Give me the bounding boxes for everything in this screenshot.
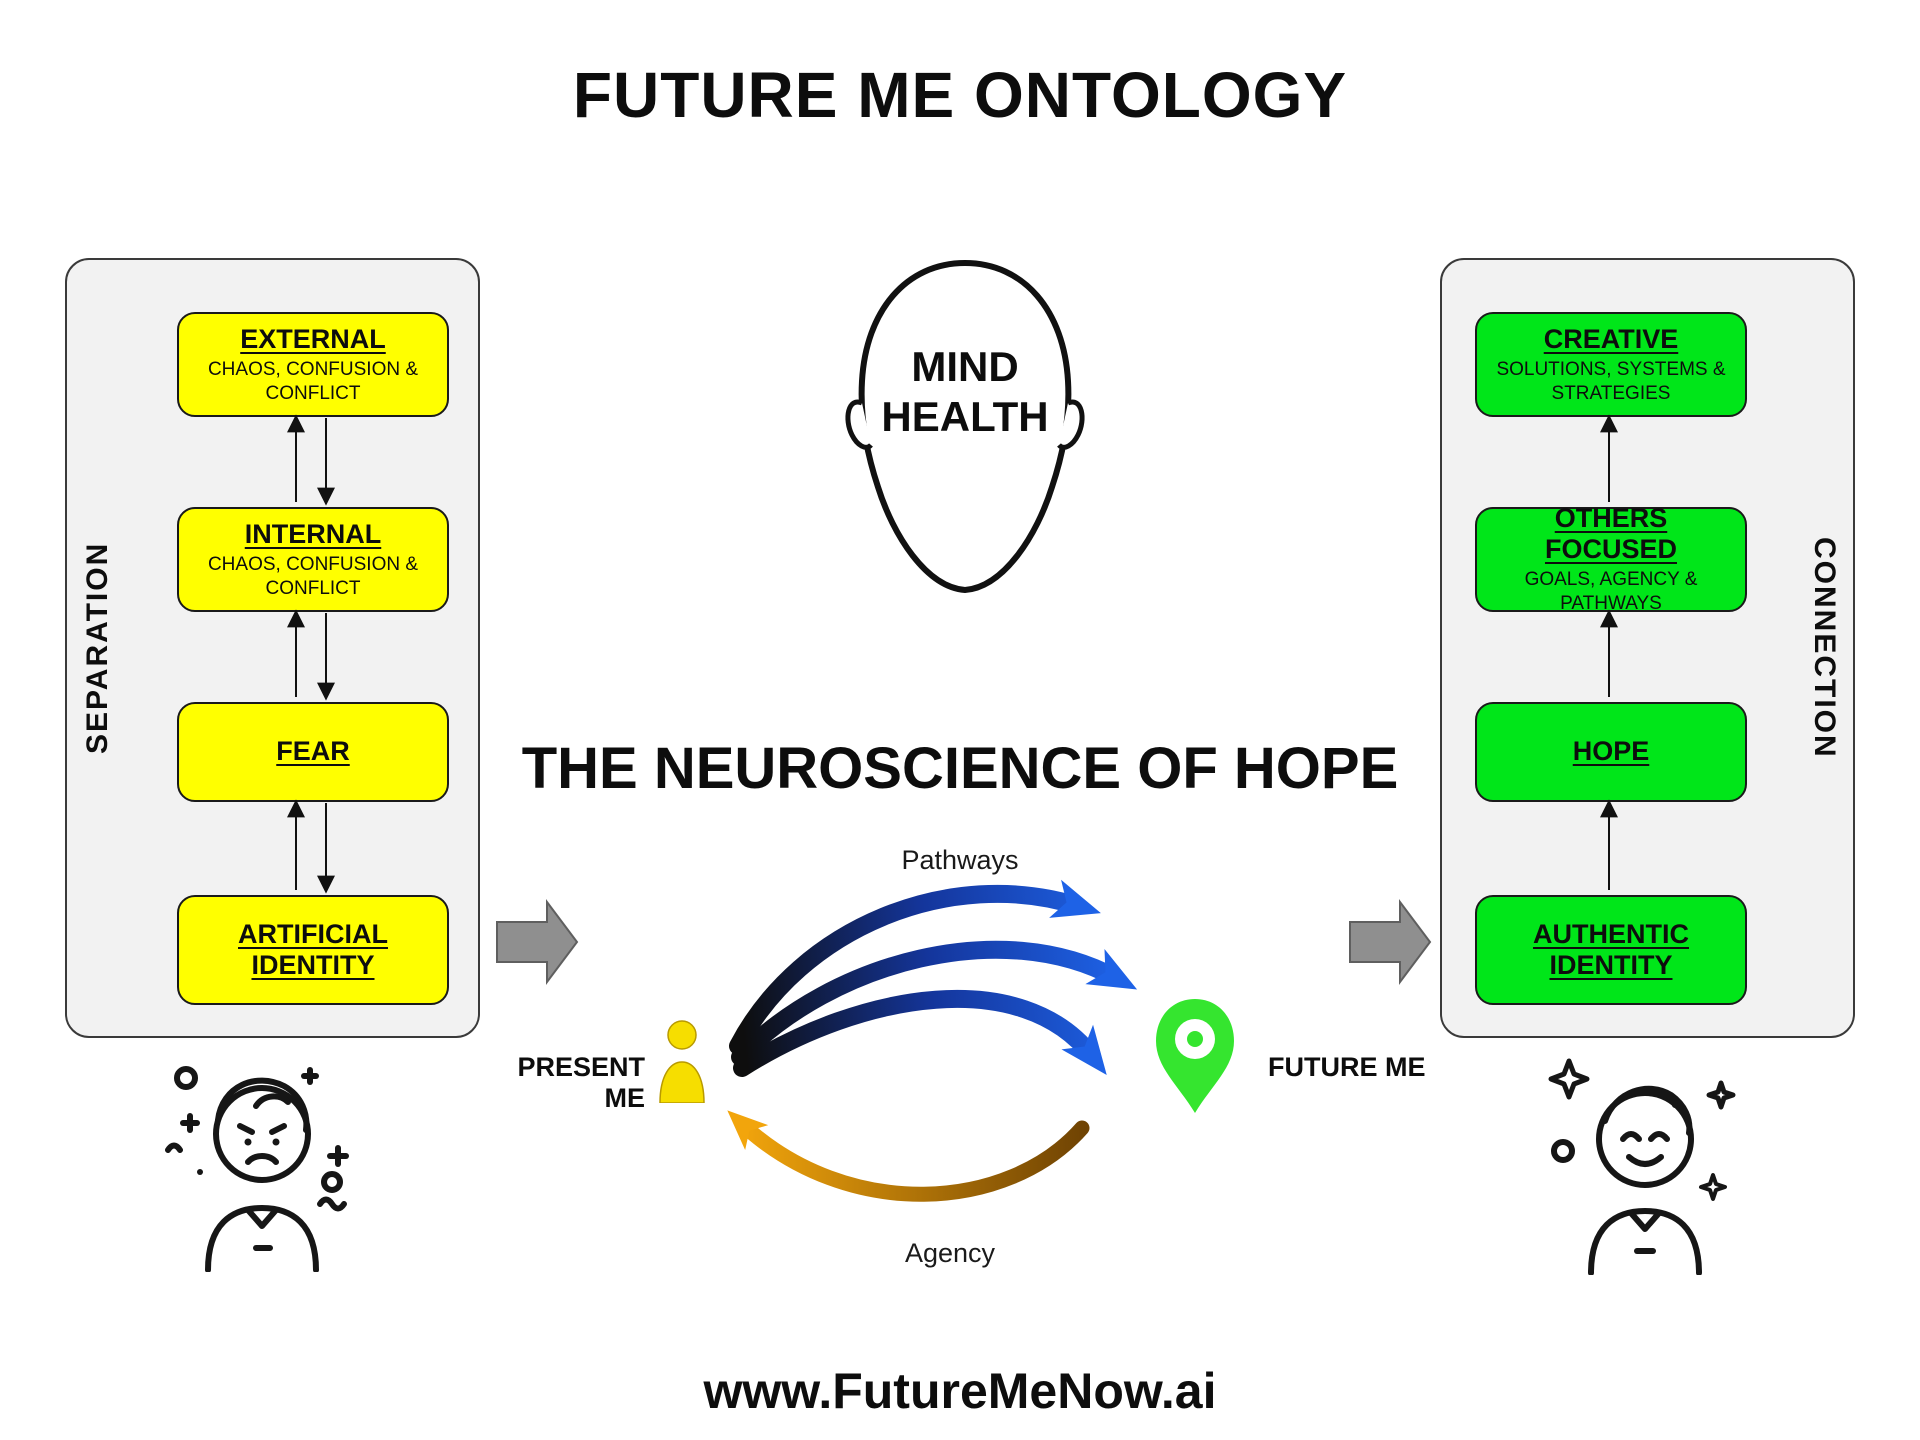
happy-person-icon xyxy=(1548,1058,1736,1275)
box-title: AUTHENTIC IDENTITY xyxy=(1533,918,1689,980)
box-title: OTHERS FOCUSED xyxy=(1544,503,1677,565)
box-subtitle: CHAOS, CONFUSION & CONFLICT xyxy=(207,358,419,404)
separation-label: SEPARATION xyxy=(81,541,114,755)
box-title: INTERNAL xyxy=(244,518,382,549)
connection-label: CONNECTION xyxy=(1808,537,1841,759)
present-me-icon xyxy=(659,1020,705,1103)
connection-box-others-focused: OTHERS FOCUSED GOALS, AGENCY & PATHWAYS xyxy=(1475,503,1747,614)
separation-box-external: EXTERNAL CHAOS, CONFUSION & CONFLICT xyxy=(177,312,449,417)
footer-url: www.FutureMeNow.ai xyxy=(703,1363,1217,1419)
agency-label: Agency xyxy=(904,1238,996,1268)
head-outline-icon xyxy=(845,259,1085,594)
box-title: ARTIFICIAL IDENTITY xyxy=(238,918,388,980)
gray-arrow-right-icon xyxy=(1349,899,1432,985)
future-me-label: FUTURE ME xyxy=(1268,1052,1426,1082)
box-subtitle: CHAOS, CONFUSION & CONFLICT xyxy=(207,553,419,599)
box-title: HOPE xyxy=(1572,736,1650,767)
separation-panel: SEPARATION EXTERNAL CHAOS, CONFUSION & C… xyxy=(65,258,480,1038)
separation-box-internal: INTERNAL CHAOS, CONFUSION & CONFLICT xyxy=(177,507,449,612)
mind-health-line2: HEALTH xyxy=(881,393,1049,441)
sad-person-icon xyxy=(165,1066,349,1272)
connection-box-creative: CREATIVE SOLUTIONS, SYSTEMS & STRATEGIES xyxy=(1475,312,1747,417)
box-title: FEAR xyxy=(276,736,350,767)
neuroscience-of-hope-heading: THE NEUROSCIENCE OF HOPE xyxy=(521,736,1399,801)
pathways-arrows-icon xyxy=(729,879,1138,1077)
box-subtitle: SOLUTIONS, SYSTEMS & STRATEGIES xyxy=(1496,358,1726,404)
box-subtitle: GOALS, AGENCY & PATHWAYS xyxy=(1524,569,1698,615)
page-title: FUTURE ME ONTOLOGY xyxy=(572,59,1348,131)
mind-health-line1: MIND xyxy=(911,343,1019,390)
pathways-label: Pathways xyxy=(901,845,1019,875)
separation-box-artificial-identity: ARTIFICIAL IDENTITY xyxy=(177,895,449,1005)
gray-arrow-left-icon xyxy=(496,899,579,985)
box-title: EXTERNAL xyxy=(240,323,386,354)
separation-box-fear: FEAR xyxy=(177,702,449,802)
agency-arrow-icon xyxy=(727,1110,1090,1202)
connection-box-hope: HOPE xyxy=(1475,702,1747,802)
present-me-label: PRESENT ME xyxy=(517,1052,645,1113)
box-title: CREATIVE xyxy=(1543,323,1679,354)
connection-box-authentic-identity: AUTHENTIC IDENTITY xyxy=(1475,895,1747,1005)
future-me-pin-icon xyxy=(1156,999,1234,1113)
connection-panel: CONNECTION CREATIVE SOLUTIONS, SYSTEMS &… xyxy=(1440,258,1855,1038)
mind-health-label: MIND HEALTH xyxy=(840,342,1090,443)
